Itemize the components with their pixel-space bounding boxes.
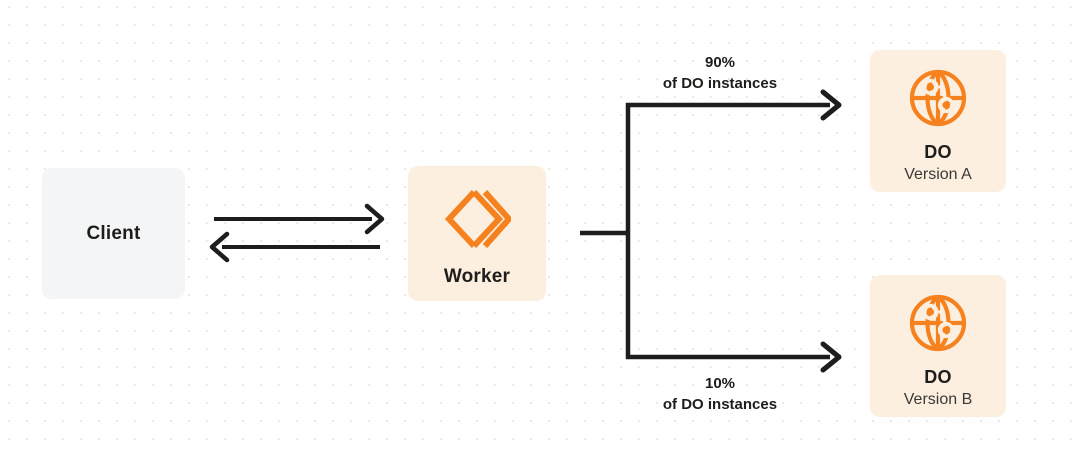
edge-worker-to-do-b — [626, 341, 842, 373]
node-client-label: Client — [86, 222, 141, 244]
node-worker-label: Worker — [443, 266, 511, 287]
node-do-a-label: DO — [924, 142, 952, 162]
edge-worker-to-client — [209, 231, 380, 263]
edge-label-do-a-caption: of DO instances — [662, 75, 778, 93]
node-do-b-label: DO — [924, 367, 952, 387]
edge-label-do-b: 10% of DO instances — [630, 373, 810, 416]
edge-label-do-a-percent: 90% — [704, 54, 736, 71]
cloudflare-workers-icon — [443, 188, 511, 250]
edge-label-do-b-caption: of DO instances — [662, 396, 778, 414]
globe-icon — [908, 293, 968, 353]
node-worker[interactable]: Worker — [408, 166, 546, 301]
edge-label-do-b-percent: 10% — [704, 375, 736, 392]
node-do-version-a[interactable]: DO Version A — [870, 50, 1006, 192]
edge-label-do-a: 90% of DO instances — [630, 52, 810, 95]
node-do-b-sublabel: Version B — [903, 391, 973, 408]
edge-worker-to-do-a — [626, 89, 842, 121]
node-do-version-b[interactable]: DO Version B — [870, 275, 1006, 417]
node-client[interactable]: Client — [42, 168, 185, 299]
node-do-a-sublabel: Version A — [904, 166, 972, 183]
globe-icon — [908, 68, 968, 128]
edge-client-to-worker — [214, 203, 385, 235]
